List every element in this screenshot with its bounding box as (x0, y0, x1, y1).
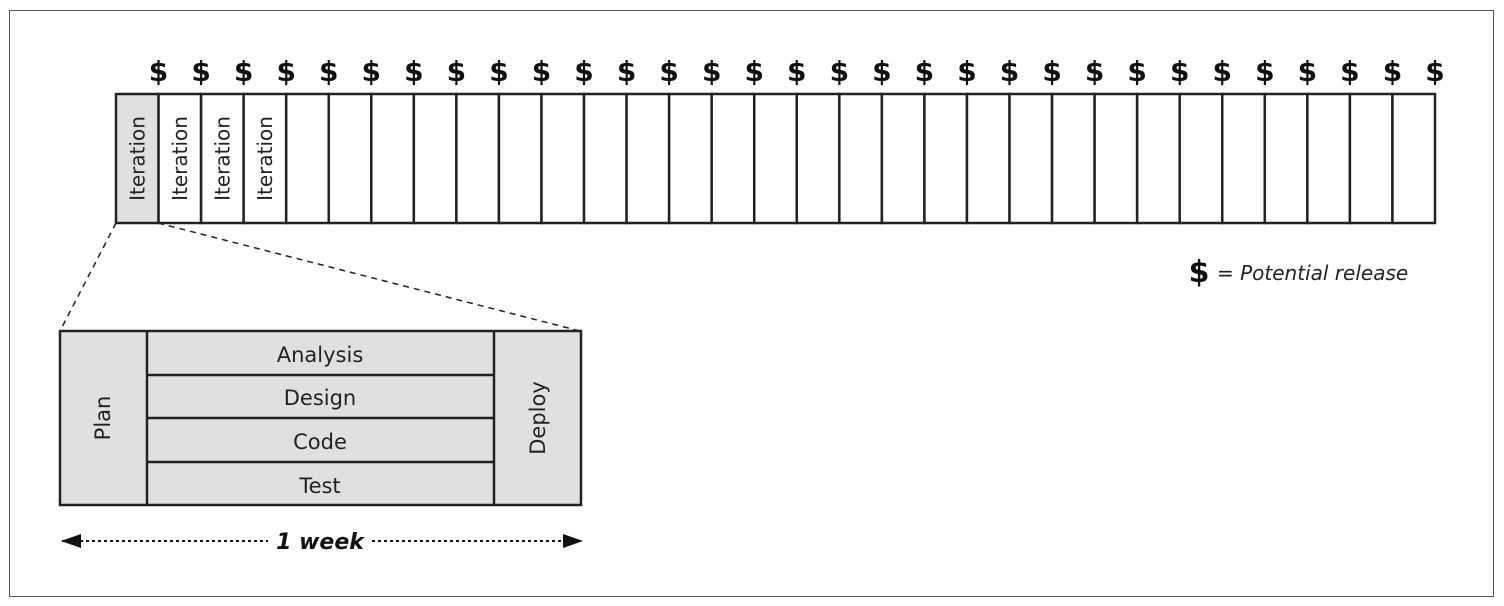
iteration-label: Iteration (253, 116, 277, 201)
iteration-cell (965, 92, 1011, 225)
release-marker-icon: $ (1213, 55, 1232, 88)
iteration-cell (540, 92, 586, 225)
iteration-cell (1050, 92, 1096, 225)
release-marker-icon: $ (617, 55, 636, 88)
iteration-cell (838, 92, 884, 225)
release-marker-icon: $ (702, 55, 721, 88)
zoom-line-left (59, 222, 117, 332)
release-marker-icon: $ (1127, 55, 1146, 88)
legend-symbol: $ (1189, 255, 1210, 290)
iteration-cell (752, 92, 799, 225)
duration-label: 1 week (276, 530, 365, 555)
release-marker-icon: $ (1298, 55, 1317, 88)
release-marker-icon: $ (489, 55, 508, 88)
iteration-label: Iteration (168, 116, 192, 201)
release-marker-icon: $ (915, 55, 934, 88)
phase-deploy: Deploy (526, 381, 550, 455)
release-marker-icon: $ (1383, 55, 1402, 88)
iteration-cell (157, 92, 203, 225)
release-marker-icon: $ (362, 55, 381, 88)
diagram-frame (9, 10, 1494, 597)
release-marker-icon: $ (872, 55, 891, 88)
release-marker-icon: $ (1340, 55, 1359, 88)
release-marker-icon: $ (447, 55, 466, 88)
iteration-cell (1263, 92, 1309, 225)
release-marker-icon: $ (276, 55, 295, 88)
iteration-cell (1221, 92, 1267, 225)
iteration-label: Iteration (125, 116, 149, 201)
phase-design: Design (284, 386, 357, 410)
iteration-cell (455, 92, 501, 225)
legend-text: = Potential release (1217, 261, 1408, 285)
iteration-cell (582, 92, 628, 225)
release-marker-icon: $ (1042, 55, 1061, 88)
release-marker-icon: $ (957, 55, 976, 88)
iteration-strip: Iteration Iteration Iteration Iteration (114, 92, 1437, 225)
iteration-cell (370, 92, 416, 225)
iteration-cell (1008, 92, 1054, 225)
release-marker-icon: $ (191, 55, 210, 88)
zoom-line-right (157, 222, 581, 332)
iteration-label: Iteration (210, 116, 234, 201)
release-marker-icon: $ (830, 55, 849, 88)
release-marker-icon: $ (1170, 55, 1189, 88)
phase-code: Code (293, 430, 347, 454)
release-marker-icon: $ (574, 55, 593, 88)
iteration-cell (1135, 92, 1181, 225)
iteration-cell (1178, 92, 1224, 225)
iteration-cell (710, 92, 756, 225)
iteration-cell (1391, 92, 1437, 225)
iteration-cell (242, 92, 288, 225)
iteration-cell (412, 92, 458, 225)
iteration-cell (1093, 92, 1139, 225)
iteration-cell (880, 92, 926, 225)
release-marker-icon: $ (319, 55, 338, 88)
iteration-detail: Plan Deploy Analysis Design Code Test (58, 329, 583, 507)
release-marker-icon: $ (149, 55, 168, 88)
release-marker-icon: $ (1085, 55, 1104, 88)
release-marker-icon: $ (404, 55, 423, 88)
iteration-cell (1306, 92, 1352, 225)
release-marker-icon: $ (1000, 55, 1019, 88)
iteration-cell (795, 92, 841, 225)
iteration-cell (923, 92, 969, 225)
iteration-cell (284, 92, 330, 225)
release-marker-icon: $ (659, 55, 678, 88)
release-marker-icon: $ (1255, 55, 1274, 88)
phase-plan: Plan (91, 396, 115, 441)
phase-analysis: Analysis (277, 343, 364, 367)
iteration-cell (327, 92, 373, 225)
release-markers: $ $ $ $ $ $ $ $ $ $ $ $ $ $ $ $ $ $ $ $ $ $ $ $ $ $ $ $ $ $ $ (149, 55, 1445, 88)
release-marker-icon: $ (234, 55, 253, 88)
iteration-cell (625, 92, 671, 225)
iteration-cell (497, 92, 543, 225)
release-marker-icon: $ (1425, 55, 1444, 88)
release-marker-icon: $ (744, 55, 763, 88)
iteration-cell (114, 92, 160, 225)
iteration-cell (1348, 92, 1394, 225)
release-marker-icon: $ (787, 55, 806, 88)
phase-test: Test (298, 474, 340, 498)
release-marker-icon: $ (532, 55, 551, 88)
iteration-cell (667, 92, 713, 225)
